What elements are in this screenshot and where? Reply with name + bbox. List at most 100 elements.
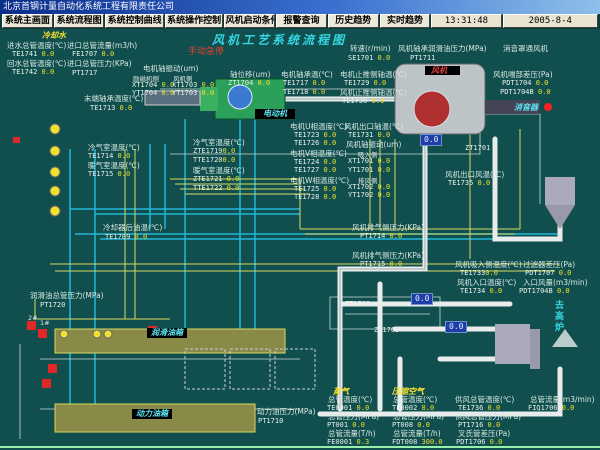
menu-fan-start-conditions[interactable]: 风机启动条件 bbox=[224, 14, 276, 28]
suction-side-label: 吸入侧 bbox=[358, 151, 378, 159]
fan-vib-xt1702: XT1702 0.0 bbox=[348, 183, 391, 191]
motor-u-te1726: TE1726 0.0 bbox=[294, 139, 337, 147]
lube-main-pressure-tag: PT1720 bbox=[40, 301, 66, 309]
fan-diff-pressure-label: 风机喘部差压(Pa) bbox=[493, 70, 553, 79]
warm-air-temp-left-readout: TE1715 0.0 bbox=[88, 170, 131, 178]
zt1701-tag: ZT1701 bbox=[465, 144, 491, 152]
motor-label: 电动机 bbox=[263, 109, 287, 118]
fan-vib-xt1701: XT1701 0.0 bbox=[348, 157, 391, 165]
supply-temp-label: 供风总管温度(℃) bbox=[455, 395, 515, 404]
steam-header: 蒸气 bbox=[333, 387, 349, 396]
menu-control-curve[interactable]: 系统控制曲线 bbox=[105, 14, 164, 28]
motor-vibration-label: 电机轴振动(um) bbox=[143, 64, 199, 73]
fan-outlet-bearing-temp-label: 风机出口轴温(℃) bbox=[344, 122, 404, 131]
motor-thrust-temp-label: 电机止推侧轴温(℃) bbox=[340, 70, 407, 79]
air-temp-label: 总管温度(℃) bbox=[393, 395, 438, 404]
menu-alarm-query[interactable]: 报警查询 bbox=[276, 14, 327, 28]
motor-v-te1724: TE1724 0.0 bbox=[294, 158, 337, 166]
inlet-water-temp-readout: TE1741 0.0 bbox=[12, 50, 55, 58]
lube-tank-label: 润滑油箱 bbox=[147, 328, 187, 338]
motor-v-te1727: TE1727 0.0 bbox=[294, 166, 337, 174]
pump-icons bbox=[49, 123, 113, 339]
fan-outlet-air-temp-label: 风机出口风温(℃) bbox=[445, 170, 505, 179]
fan-vib-yt1701: YT1701 0.0 bbox=[348, 166, 391, 174]
fan-thrust-temp-label: 风机止推侧轴温(℃) bbox=[340, 88, 407, 97]
motor-bearing-te1718: TE1718 0.0 bbox=[283, 88, 326, 96]
motor-vib-yt1704: YT1704 0.0 bbox=[132, 89, 175, 97]
pipe-diff-pressure-label: 叉氏管差压(Pa) bbox=[458, 429, 511, 438]
inlet-flow-label: 进口总管流量(m3/h) bbox=[67, 41, 138, 50]
filter-silo-icon bbox=[495, 177, 575, 369]
speed-readout: SE1701 0.0 bbox=[348, 54, 391, 62]
cooling-water-label: 冷却水 bbox=[42, 31, 66, 40]
steam-temp-readout: TE0001 0.0 bbox=[327, 404, 370, 412]
menu-bar: 系统主画面 系统流程图 系统控制曲线 系统操作控制 风机启动条件 报警查询 历史… bbox=[0, 14, 600, 29]
window-title: 北京首钢计量自动化系统工程有限责任公司 bbox=[0, 0, 600, 14]
menu-flow-diagram[interactable]: 系统流程图 bbox=[53, 14, 105, 28]
fan-discharge-pressure-2-label: 风机排气侧压力(KPa) bbox=[352, 251, 425, 260]
air-pressure-readout: PT008 0.0 bbox=[392, 421, 430, 429]
fan-position-display: 0.0 bbox=[420, 134, 443, 146]
fan-housing-icon bbox=[394, 63, 486, 135]
air-flow-readout: FDT008 300.0 bbox=[392, 438, 443, 446]
process-diagram: 风机工艺系统流程图 手动急停 冷却水 进水总管温度(℃) TE1741 0.0 … bbox=[0, 29, 600, 448]
cold-air-temp-mid-label: 冷气室温度(℃) bbox=[193, 138, 245, 147]
emergency-stop-button[interactable]: 手动急停 bbox=[188, 47, 225, 57]
motor-v-temp-label: 电机V相温度(℃) bbox=[290, 149, 347, 158]
steam-flow-readout: FE0001 0.3 bbox=[327, 438, 370, 446]
air-temp-readout: TE0002 0.0 bbox=[392, 404, 435, 412]
supply-pressure-label: 供风总管压力(MPa) bbox=[455, 412, 522, 421]
motor-u-te1723: TE1723 0.0 bbox=[294, 131, 337, 139]
main-flow-readout: FIQ1706 0.0 bbox=[528, 404, 575, 412]
air-pressure-label: 总管压力(MPa) bbox=[393, 412, 445, 421]
menu-history-trend[interactable]: 历史趋势 bbox=[327, 14, 379, 28]
warm-air-tte1722: TTE1722 0.0 bbox=[193, 184, 240, 192]
filter-diff-pressure-label: 过滤器差压(Pa) bbox=[523, 260, 576, 269]
muffler-title-label: 消音罩通风机 bbox=[503, 44, 548, 53]
fan-outlet-bearing-readout: TE1731 0.0 bbox=[348, 131, 391, 139]
steam-pressure-readout: PT001 0.0 bbox=[327, 421, 365, 429]
fan-bearing-oil-pressure-label: 风机轴承润滑油压力(MPa) bbox=[398, 44, 487, 53]
motor-thrust-temp-readout: TE1729 0.0 bbox=[344, 79, 387, 87]
air-flow-label: 总管流量(T/h) bbox=[393, 429, 441, 438]
end-bearing-temp-readout: TE1713 0.0 bbox=[90, 104, 133, 112]
fan-inlet-temp-readout: TE1734 0.0 bbox=[460, 287, 503, 295]
fan-side-label: 风机侧 bbox=[173, 75, 193, 83]
motor-w-temp-label: 电机W相温度(℃) bbox=[290, 176, 350, 185]
fan-suction-temp-readout: TE17330.0 bbox=[460, 269, 498, 277]
inlet-pressure-label: 进口总管压力(KPa) bbox=[67, 59, 132, 68]
inlet-pressure-tag: PT1717 bbox=[72, 69, 98, 77]
discharge-side-label: 排风侧 bbox=[358, 177, 378, 185]
warm-air-temp-mid-label: 暖气室温度(℃) bbox=[193, 166, 245, 175]
motor-bearing-temp-label: 电机轴承温(℃) bbox=[281, 70, 333, 79]
speed-label: 转速(r/min) bbox=[350, 44, 391, 53]
menu-realtime-trend[interactable]: 实时趋势 bbox=[379, 14, 431, 28]
fan-thrust-temp-readout: TE1730 0.0 bbox=[342, 97, 385, 105]
supply-temp-readout: TE1736 0.0 bbox=[458, 404, 501, 412]
to-blast-furnace-label: 去高炉 bbox=[555, 301, 565, 333]
diagram-title: 风机工艺系统流程图 bbox=[212, 33, 348, 47]
fan-inlet-temp-label: 风机入口温度(℃) bbox=[457, 278, 517, 287]
zt1702-tag: ZT1702 bbox=[345, 300, 371, 308]
menu-operation-control[interactable]: 系统操作控制 bbox=[164, 14, 224, 28]
filter-diff-pressure-readout: PDT1707 0.0 bbox=[525, 269, 572, 277]
end-bearing-temp-label: 末端轴承温度(℃) bbox=[84, 94, 144, 103]
steam-pressure-label: 总管压力(MPa) bbox=[328, 412, 380, 421]
steam-flow-label: 总管流量(T/h) bbox=[328, 429, 376, 438]
motor-vib-yt1703: YT1703 0.0 bbox=[172, 89, 215, 97]
cooler-oil-temp-readout: TE1709 0.0 bbox=[105, 233, 148, 241]
cold-air-temp-left-label: 冷气室温度(℃) bbox=[88, 143, 140, 152]
fan-discharge-pressure-1-label: 风机排气侧压力(KPa) bbox=[352, 223, 425, 232]
valve-array bbox=[184, 348, 316, 390]
fan-vibration-label: 风机轴振动(um) bbox=[346, 140, 402, 149]
inlet-flow-readout: FE1707 0.0 bbox=[72, 50, 115, 58]
power-oil-pressure-label: 动力油压力(MPa) bbox=[257, 407, 316, 416]
inlet-water-temp-label: 进水总管温度(℃) bbox=[7, 41, 67, 50]
fan-diff-pdt1704b: PDT1704B 0.0 bbox=[500, 88, 551, 96]
piping-schematic bbox=[13, 63, 578, 439]
inlet-air-flow-label: 入口风量(m3/min) bbox=[523, 278, 588, 287]
motor-u-temp-label: 电机U相温度(℃) bbox=[290, 122, 348, 131]
fan-discharge-pressure-2-readout: PT1715 0.0 bbox=[360, 260, 403, 268]
cold-air-temp-left-readout: TE1714 0.0 bbox=[88, 152, 131, 160]
menu-main-screen[interactable]: 系统主画面 bbox=[2, 14, 53, 28]
